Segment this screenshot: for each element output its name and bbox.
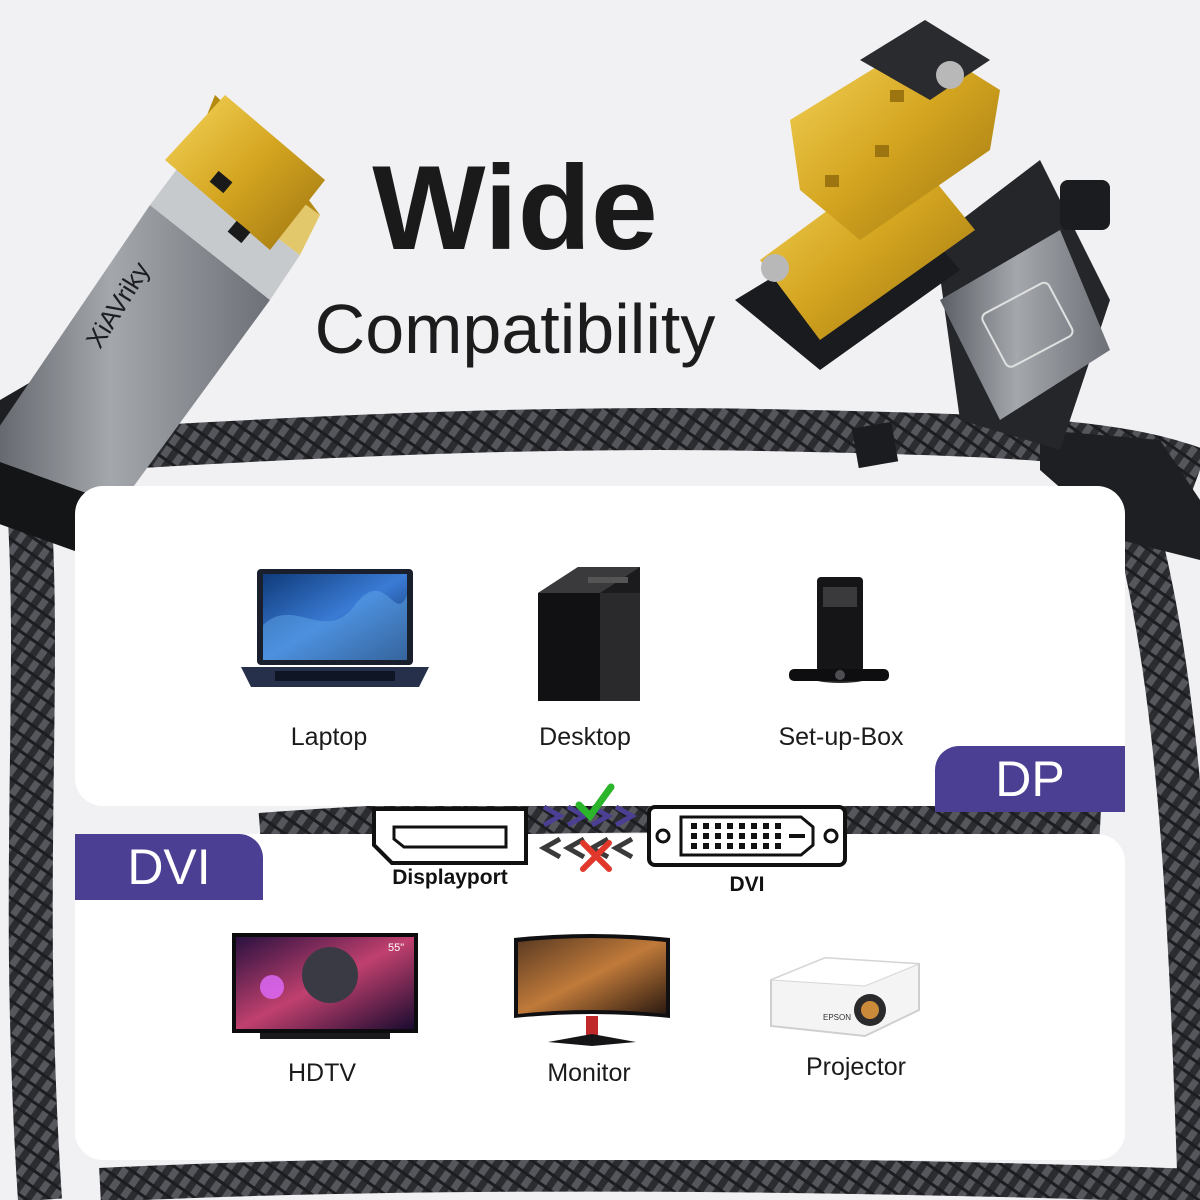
tv-size-text: 55"	[388, 942, 404, 954]
device-label-monitor: Monitor	[547, 1059, 631, 1087]
forward-arrows-icon	[542, 804, 638, 828]
headline-title: Wide	[372, 141, 658, 275]
laptop-icon	[241, 569, 429, 687]
displayport-port-icon	[372, 807, 528, 865]
headline-subtitle: Compatibility	[314, 290, 716, 368]
displayport-label: Displayport	[392, 866, 508, 889]
desktop-tower-icon	[538, 567, 640, 701]
device-label-laptop: Laptop	[290, 723, 368, 751]
dp-tag: DP	[935, 746, 1125, 812]
projector-icon: EPSON	[770, 956, 920, 1038]
projector-brand-text: EPSON	[823, 1013, 851, 1022]
device-label-desktop: Desktop	[539, 723, 631, 751]
reverse-arrows-icon	[538, 836, 634, 860]
dvi-tag: DVI	[75, 834, 263, 900]
set-top-box-icon	[789, 577, 889, 683]
monitor-icon	[514, 934, 670, 1046]
device-label-projector: Projector	[805, 1053, 907, 1081]
dvi-port-icon	[647, 805, 847, 867]
dvi-port-label: DVI	[729, 873, 765, 896]
device-label-setupbox: Set-up-Box	[778, 723, 904, 751]
dvi-connector	[735, 20, 1200, 560]
dp-connector	[0, 95, 325, 560]
check-icon	[575, 783, 615, 822]
device-label-hdtv: HDTV	[287, 1059, 357, 1087]
cross-icon	[580, 840, 612, 872]
tv-icon: 55"	[232, 933, 418, 1039]
